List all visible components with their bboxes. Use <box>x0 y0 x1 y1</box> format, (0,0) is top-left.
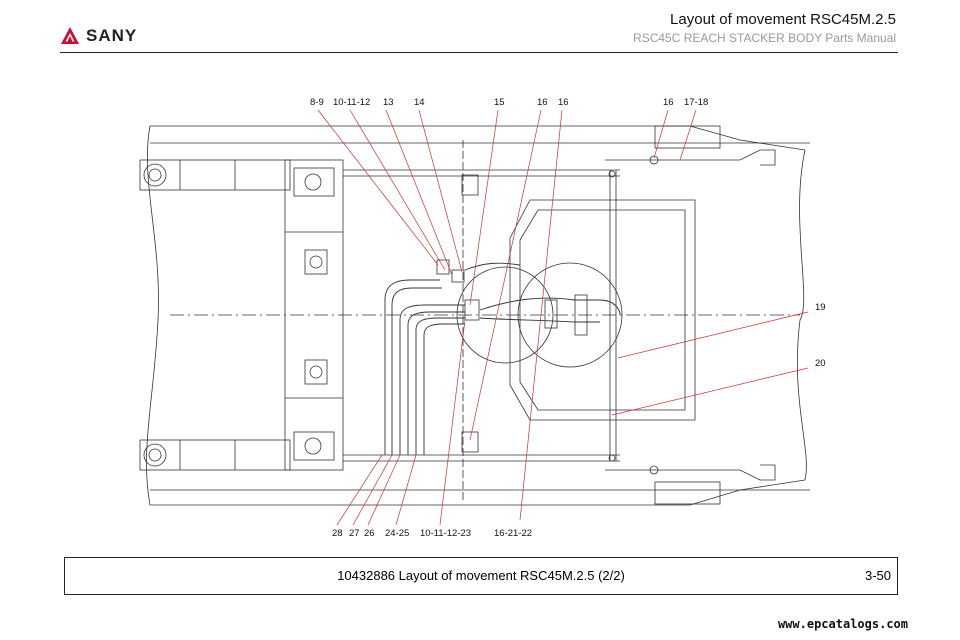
callout-10-11-12-23: 10-11-12-23 <box>420 528 471 539</box>
hydraulic-hoses <box>384 262 621 455</box>
callout-10-11-12: 10-11-12 <box>333 97 370 108</box>
callout-17-18: 17-18 <box>684 97 708 108</box>
page-subtitle: RSC45C REACH STACKER BODY Parts Manual <box>633 31 896 45</box>
header-divider <box>60 52 898 53</box>
leader-lines <box>317 109 809 526</box>
callout-16a: 16 <box>537 97 548 108</box>
callout-26: 26 <box>364 528 375 539</box>
callout-16c: 16 <box>663 97 674 108</box>
callout-14: 14 <box>414 97 425 108</box>
sany-logo: SANY <box>60 26 137 46</box>
callout-28: 28 <box>332 528 343 539</box>
callout-20: 20 <box>815 358 826 369</box>
callout-16-21-22: 16-21-22 <box>494 528 532 539</box>
callout-19: 19 <box>815 302 826 313</box>
callout-27: 27 <box>349 528 360 539</box>
callout-16b: 16 <box>558 97 569 108</box>
brand-name: SANY <box>86 26 138 45</box>
sany-logo-icon <box>61 27 79 44</box>
callout-24-25: 24-25 <box>385 528 409 539</box>
callout-8-9: 8-9 <box>310 97 324 108</box>
page-number: 3-50 <box>864 568 891 583</box>
callout-13: 13 <box>383 97 394 108</box>
frame-structure <box>139 125 810 506</box>
footer-url: www.epcatalogs.com <box>777 617 908 631</box>
callout-15: 15 <box>494 97 505 108</box>
figure-caption: 10432886 Layout of movement RSC45M.2.5 (… <box>337 568 625 583</box>
caption-box: 10432886 Layout of movement RSC45M.2.5 (… <box>64 557 898 595</box>
page-title: Layout of movement RSC45M.2.5 <box>670 11 896 28</box>
